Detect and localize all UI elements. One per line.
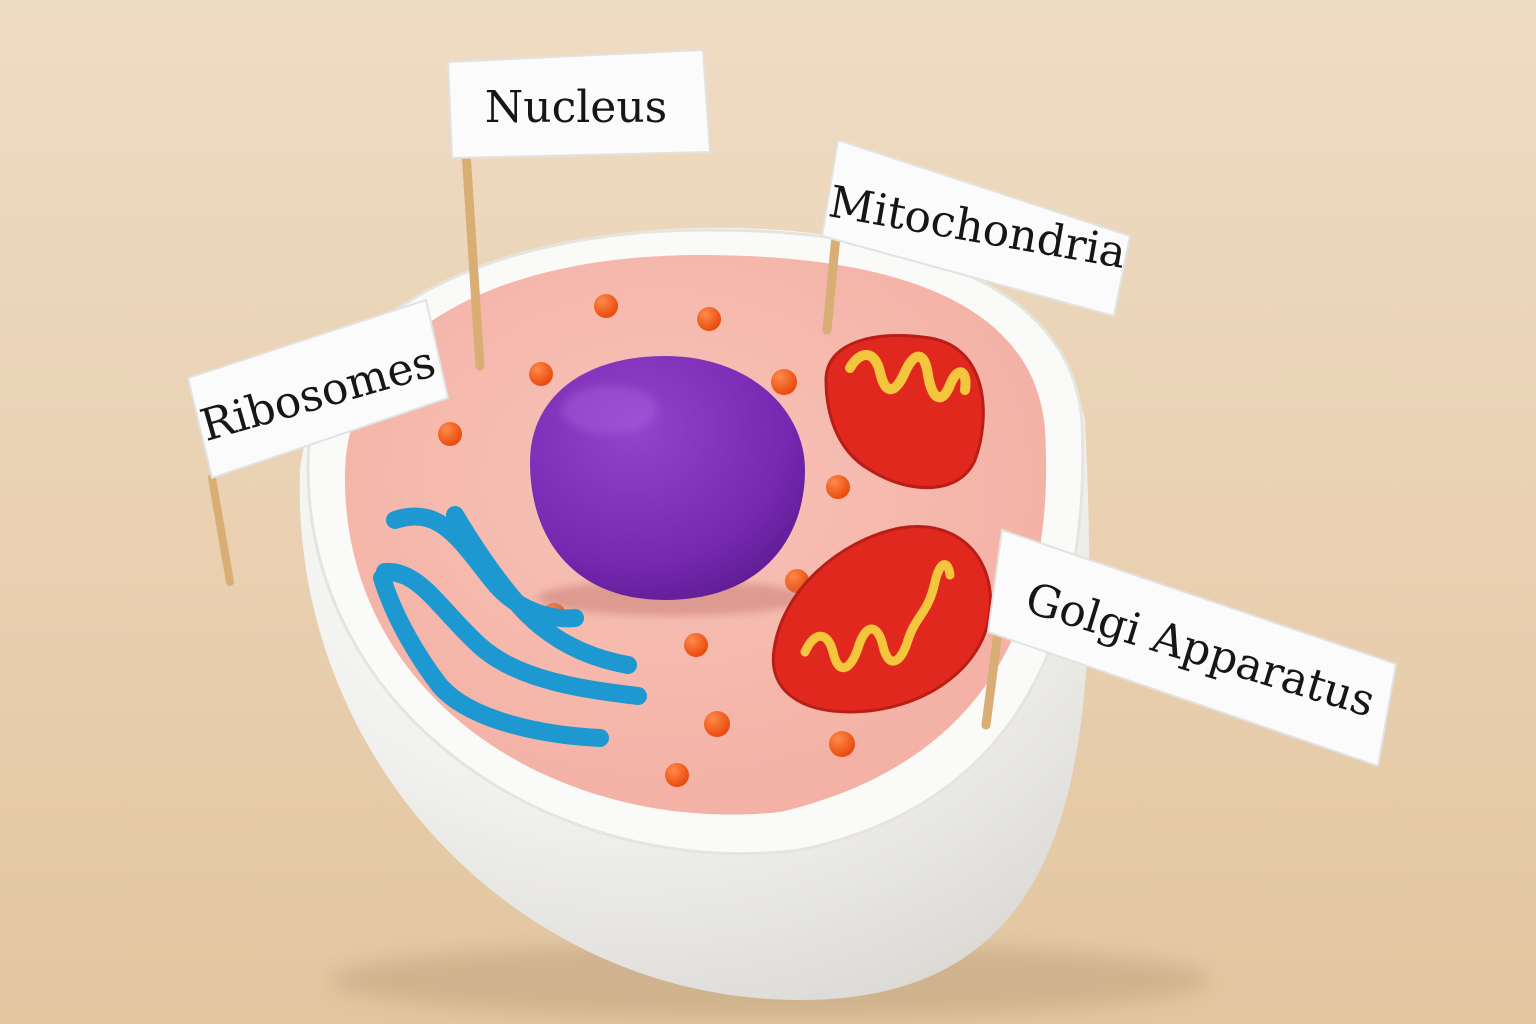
toothpick-mitochondria — [822, 231, 841, 335]
mitochondrion-upper — [824, 333, 985, 490]
ribosome — [438, 422, 462, 446]
ribosome — [697, 307, 721, 331]
toothpick-nucleus — [461, 147, 485, 371]
golgi-apparatus — [373, 506, 647, 747]
golgi-cisterna — [376, 563, 647, 705]
toothpicks — [208, 147, 1003, 730]
ribosome — [594, 294, 618, 318]
toothpick-ribosomes — [208, 474, 234, 586]
flag-paper — [820, 138, 1132, 318]
flag-nucleus: Nucleus — [446, 48, 712, 160]
ribosome — [771, 369, 797, 395]
flag-label: Nucleus — [485, 82, 668, 133]
ribosome — [529, 362, 553, 386]
ribosome — [684, 633, 708, 657]
ribosome — [826, 475, 850, 499]
flag-paper — [446, 48, 712, 160]
ribosome — [665, 763, 689, 787]
mitochondrion-lower — [771, 525, 992, 714]
flag-paper — [186, 298, 450, 480]
mitochondrion-crista — [800, 560, 955, 673]
mitochondrion-outer — [824, 333, 985, 490]
mitochondrion-crista — [845, 350, 971, 403]
golgi-cisterna — [373, 569, 609, 747]
ribosome — [704, 711, 730, 737]
golgi-cisterna — [446, 506, 637, 674]
ribosome — [829, 731, 855, 757]
nucleus — [530, 356, 805, 600]
nucleus-highlight — [562, 386, 658, 434]
flag-paper — [986, 528, 1398, 768]
toothpick-golgi — [981, 627, 1003, 730]
